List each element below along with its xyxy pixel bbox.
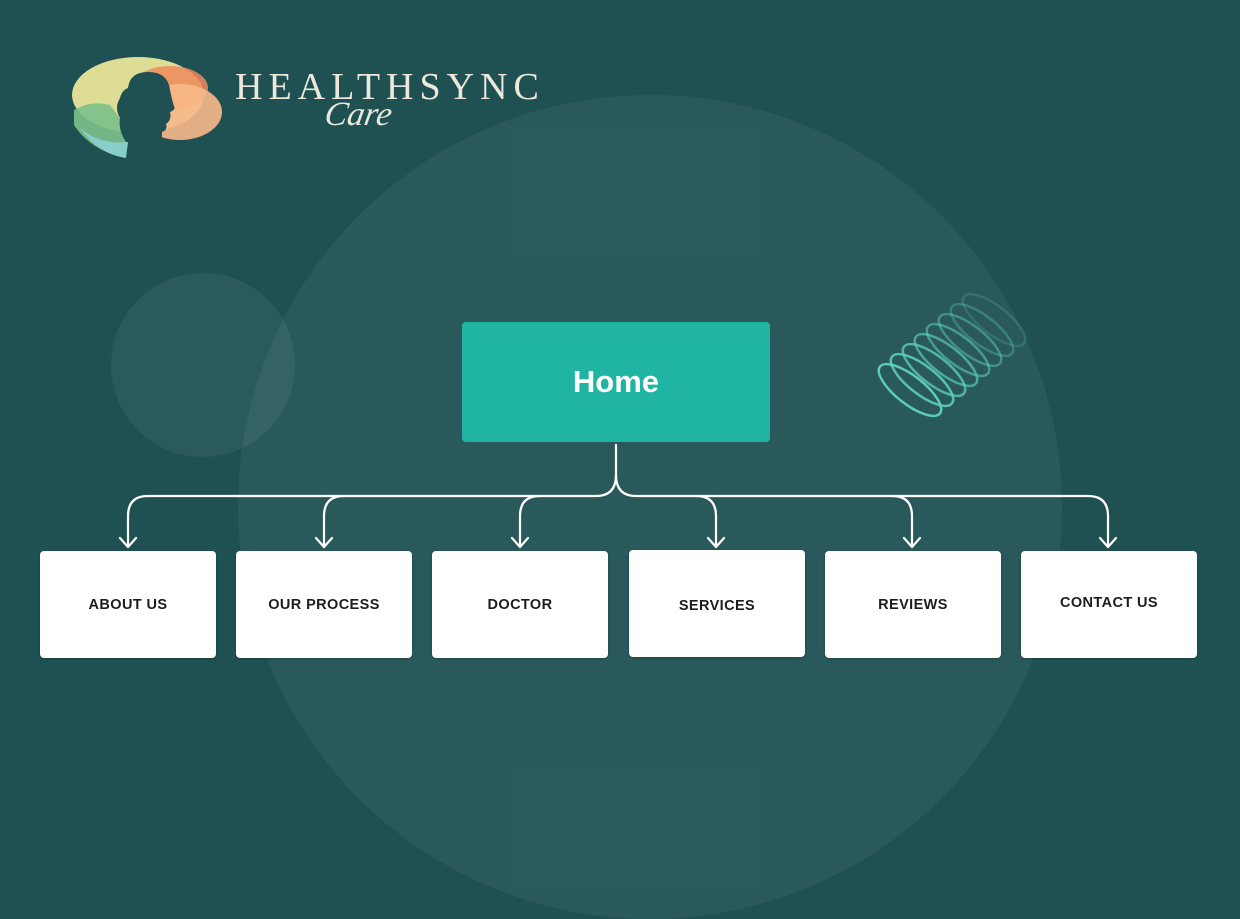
node-about-us[interactable]: ABOUT US [40, 551, 216, 658]
node-label: REVIEWS [878, 596, 948, 613]
node-reviews[interactable]: REVIEWS [825, 551, 1001, 658]
brand-logo[interactable]: HEALTHSYNC Care [70, 50, 550, 160]
node-services[interactable]: SERVICES [629, 550, 805, 657]
background-circle-small [111, 273, 295, 457]
node-label: DOCTOR [487, 596, 553, 613]
node-label: SERVICES [678, 597, 756, 614]
node-label: ABOUT US [88, 596, 168, 613]
background-circle-large [238, 95, 1062, 919]
home-node[interactable]: Home [462, 322, 770, 442]
spring-decoration-icon [877, 292, 1027, 418]
node-label: OUR PROCESS [268, 596, 380, 613]
node-label: CONTACT US [1060, 594, 1158, 611]
node-our-process[interactable]: OUR PROCESS [236, 551, 412, 658]
tree-connectors [118, 443, 1118, 549]
head-silhouette-icon [72, 57, 222, 158]
node-contact-us[interactable]: CONTACT US [1021, 551, 1197, 658]
brand-name: HEALTHSYNC [235, 66, 545, 108]
home-node-label: Home [572, 364, 660, 399]
node-doctor[interactable]: DOCTOR [432, 551, 608, 658]
